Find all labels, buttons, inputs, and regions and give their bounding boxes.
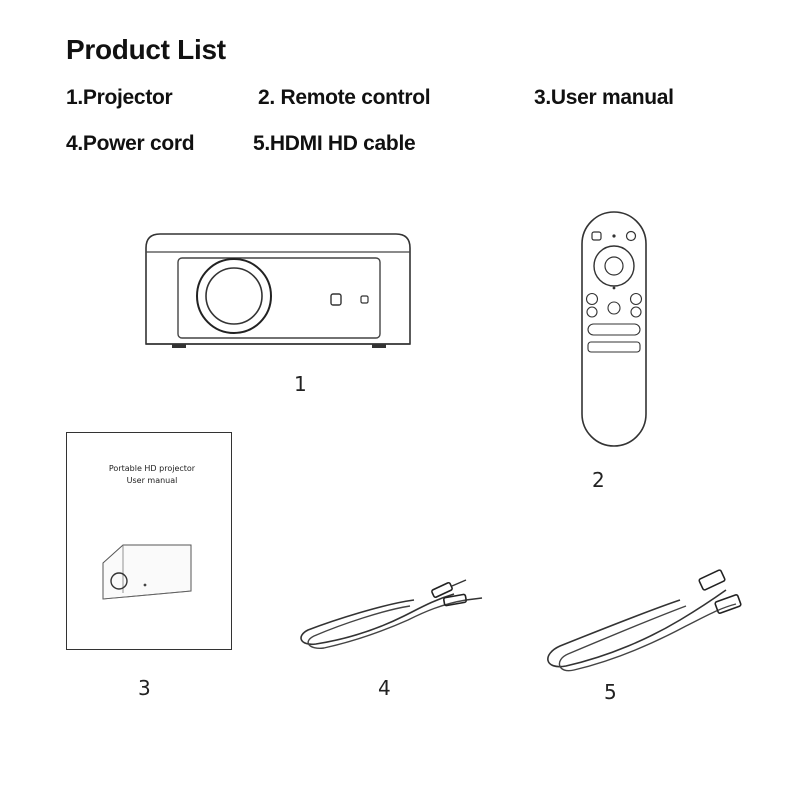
- product-list-title: Product List: [66, 34, 226, 65]
- item-number-2: 2: [592, 468, 605, 492]
- projector-illustration: [138, 226, 418, 356]
- item-label-remote-control: 2. Remote control: [258, 86, 431, 109]
- power-cord-illustration: [294, 570, 494, 660]
- item-number-5: 5: [604, 680, 617, 704]
- user-manual-illustration: Portable HD projector User manual: [66, 432, 232, 650]
- item-label-user-manual: 3.User manual: [534, 86, 674, 109]
- item-label-power-cord: 4.Power cord: [66, 132, 195, 155]
- item-label-hdmi-cable: 5.HDMI HD cable: [253, 132, 416, 155]
- manual-cover-line1: Portable HD projector: [108, 464, 196, 473]
- manual-projector-image: [102, 544, 192, 600]
- remote-control-illustration: [578, 208, 650, 450]
- item-number-4: 4: [378, 676, 391, 700]
- manual-cover-line2: User manual: [126, 476, 178, 485]
- item-number-3: 3: [138, 676, 151, 700]
- item-number-1: 1: [294, 372, 307, 396]
- item-label-projector: 1.Projector: [66, 86, 173, 109]
- manual-cover-title: Portable HD projector User manual: [97, 463, 207, 487]
- hdmi-cable-illustration: [540, 560, 750, 680]
